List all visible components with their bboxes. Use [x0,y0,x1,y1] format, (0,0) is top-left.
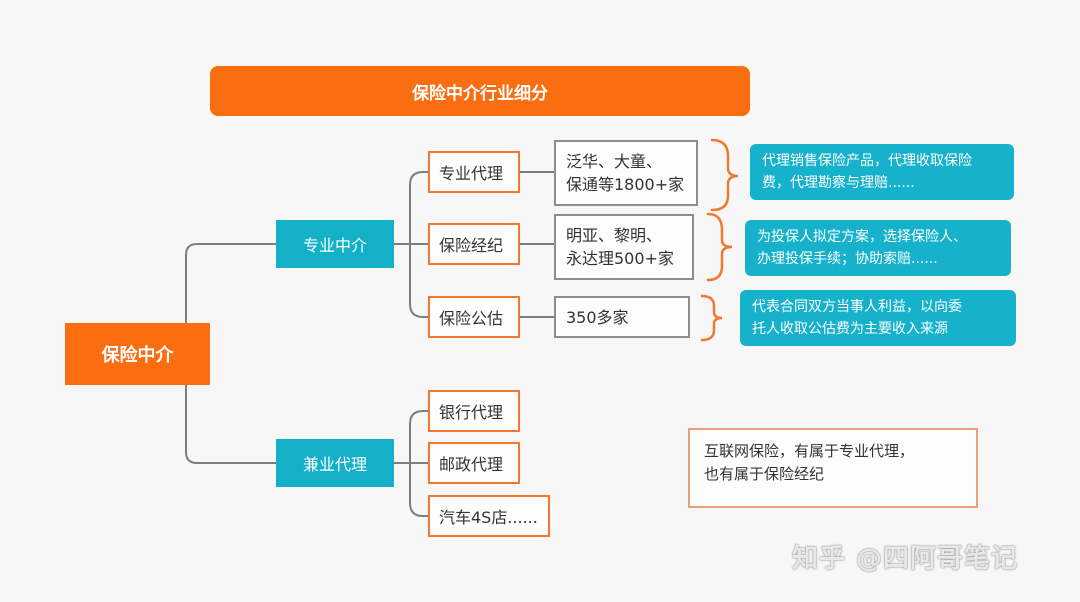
note-line: 也有属于保险经纪 [704,465,825,483]
desc-box-assessor: 代表合同双方当事人利益，以向委 托人收取公估费为主要收入来源 [740,290,1016,346]
category-professional: 专业中介 [276,220,394,268]
info-line: 保通等1800+家 [566,175,685,194]
root-node: 保险中介 [65,323,210,385]
leaf-bank-agency: 银行代理 [428,390,520,432]
info-line: 明亚、黎明、 [566,226,663,245]
diagram-title: 保险中介行业细分 [210,66,750,116]
watermark: 知乎 @四阿哥笔记 [792,544,1019,574]
info-box-agency: 泛华、大童、 保通等1800+家 [554,140,698,206]
info-line: 永达理500+家 [566,249,674,268]
note-line: 互联网保险，有属于专业代理， [704,442,915,460]
desc-box-agency: 代理销售保险产品，代理收取保险 费，代理勘察与理赔...... [750,144,1014,200]
info-box-assessor: 350多家 [554,296,690,338]
leaf-postal-agency: 邮政代理 [428,442,520,484]
desc-line: 代表合同双方当事人利益，以向委 [752,299,962,315]
category-part-time: 兼业代理 [276,439,394,487]
leaf-assessor: 保险公估 [428,296,520,338]
info-line: 泛华、大童、 [566,152,663,171]
leaf-professional-agency: 专业代理 [428,151,520,193]
desc-line: 为投保人拟定方案，选择保险人、 [757,229,967,245]
leaf-car-dealer: 汽车4S店...... [428,495,550,537]
info-line: 350多家 [566,307,629,327]
note-box: 互联网保险，有属于专业代理， 也有属于保险经纪 [688,428,978,508]
desc-line: 代理销售保险产品，代理收取保险 [762,153,972,169]
info-box-broker: 明亚、黎明、 永达理500+家 [554,214,694,280]
desc-box-broker: 为投保人拟定方案，选择保险人、 办理投保手续；协助索赔...... [745,220,1011,276]
leaf-broker: 保险经纪 [428,223,520,265]
desc-line: 费，代理勘察与理赔...... [762,175,915,191]
desc-line: 办理投保手续；协助索赔...... [757,251,938,267]
desc-line: 托人收取公估费为主要收入来源 [752,321,948,337]
